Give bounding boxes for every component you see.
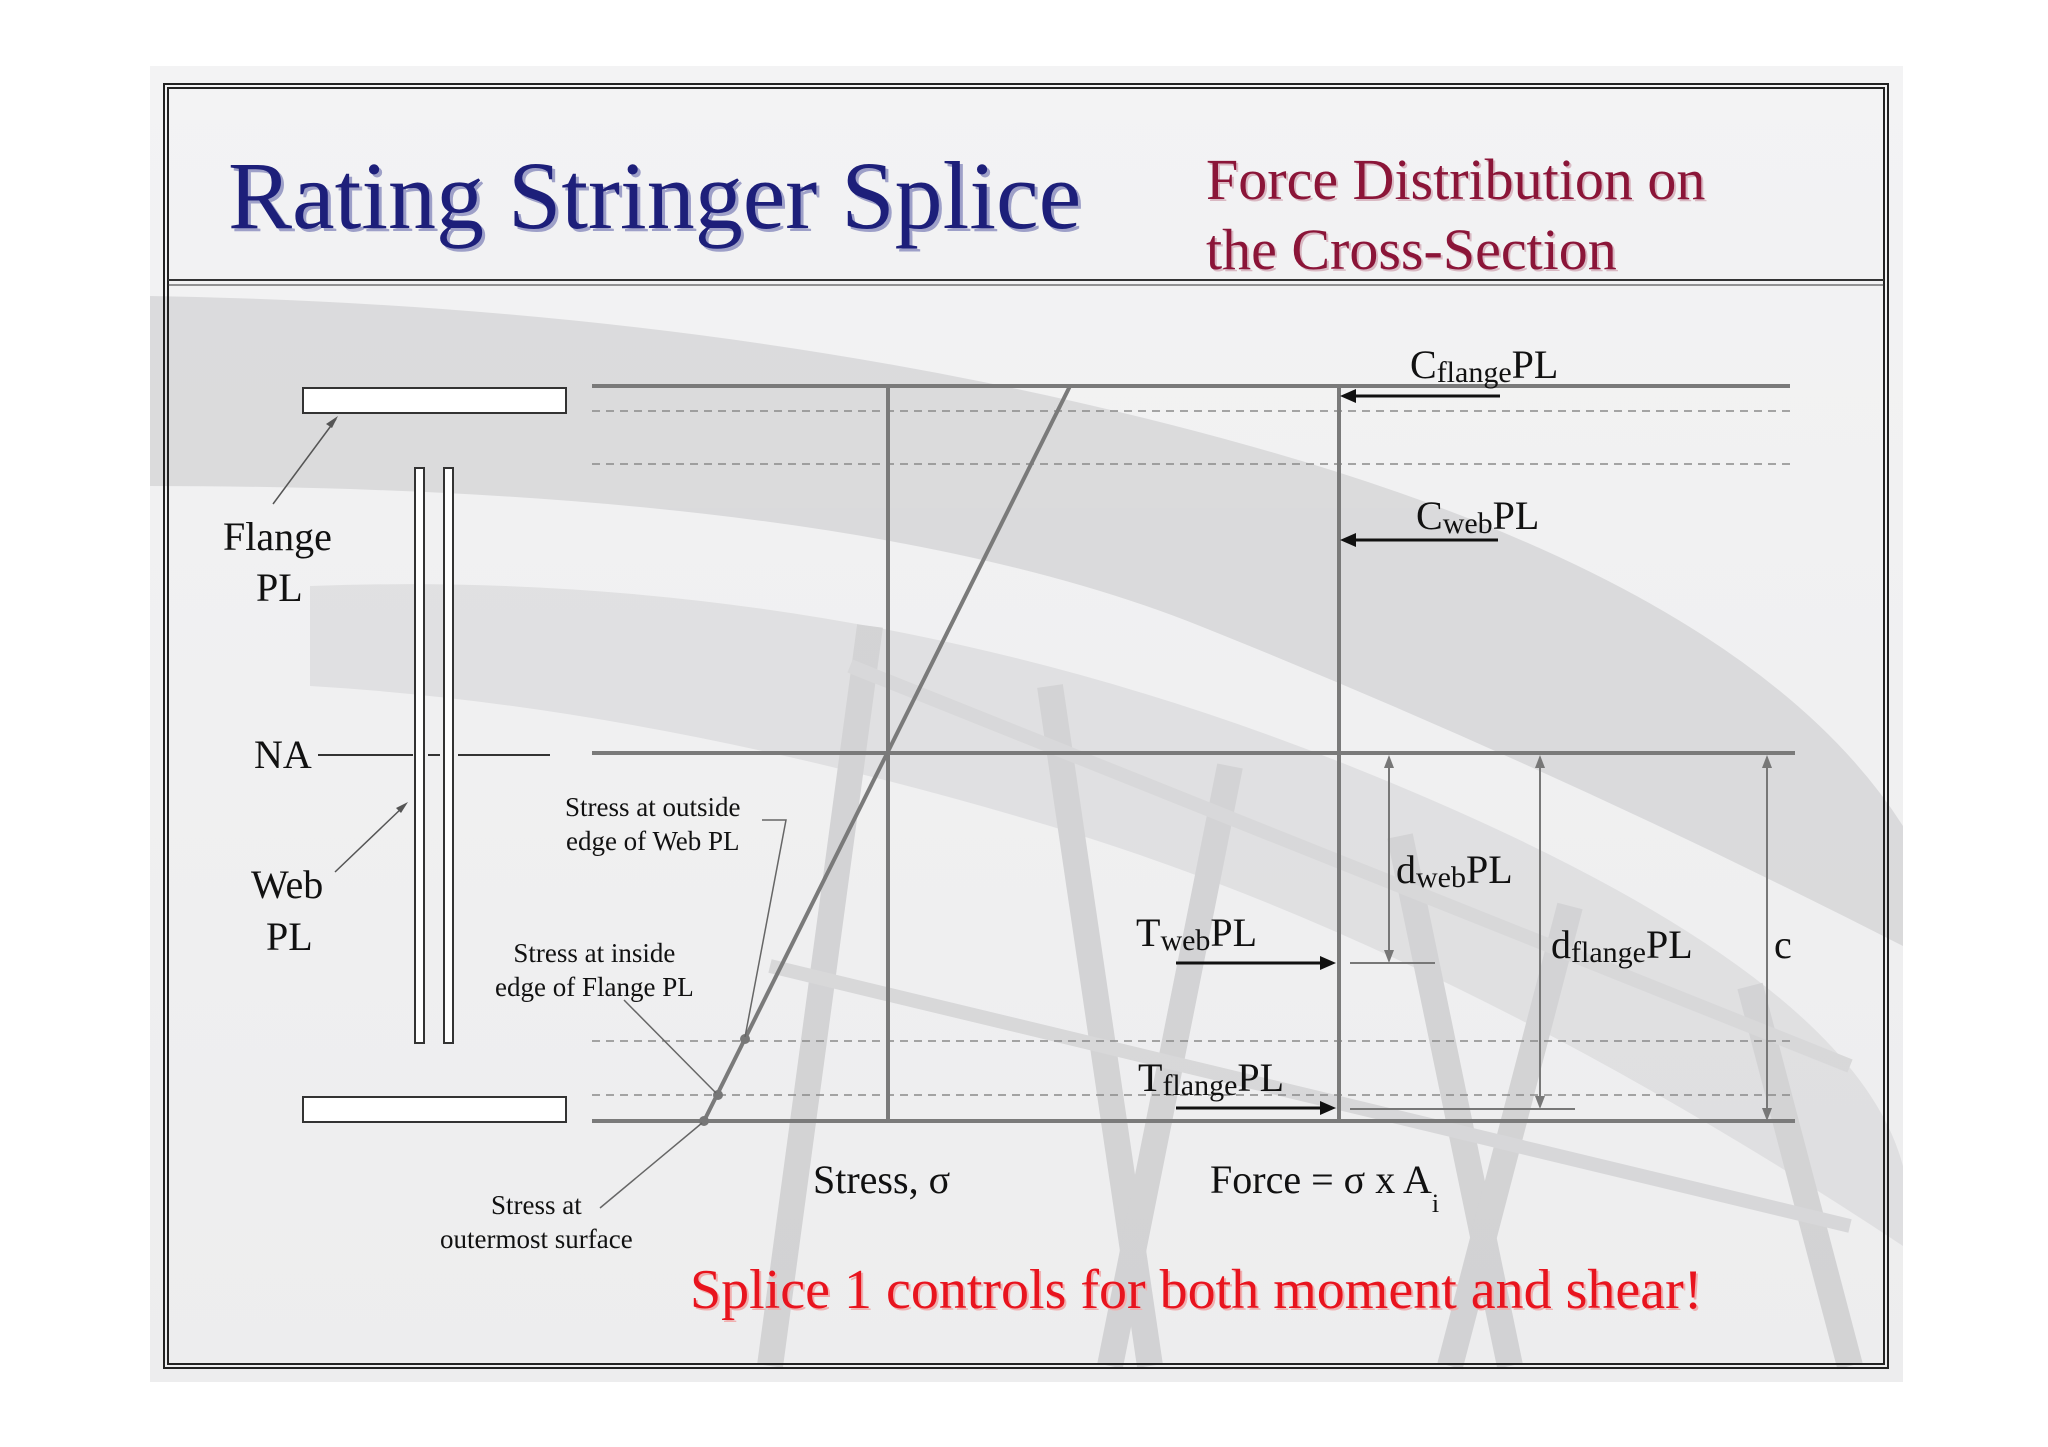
slide-frame-inner [167, 87, 1885, 1365]
slide-subtitle: Force Distribution on the Cross-Section [1206, 145, 1705, 285]
d-web-label: dwebPL [1396, 847, 1513, 893]
web-pl-label-1: Web [251, 862, 324, 907]
c-dimension-label: c [1774, 922, 1792, 967]
stress-outside-web-line-2: edge of Web PL [565, 826, 740, 856]
leader-flange-inside [623, 999, 717, 1094]
bridge-photo-background [150, 296, 1903, 1370]
subtitle-line-2: the Cross-Section [1206, 217, 1617, 282]
d-flange-main: d [1551, 922, 1571, 967]
dashed-level-lines [592, 410, 1790, 1096]
d-flange-tail: PL [1645, 922, 1693, 967]
flange-pl-label-2: PL [256, 565, 303, 610]
stress-outside-web-label: Stress at outside edge of Web PL [565, 790, 741, 858]
c-flange-tail: PL [1511, 342, 1559, 387]
c-web-main: C [1416, 493, 1443, 538]
na-label: NA [254, 732, 312, 777]
t-flange-main: T [1138, 1055, 1163, 1100]
web-leader [334, 805, 405, 873]
stress-outside-web-line-1: Stress at outside [565, 792, 741, 822]
t-flange-sub: flange [1162, 1069, 1238, 1102]
d-flange-label: dflangePL [1551, 922, 1693, 968]
t-web-sub: web [1160, 924, 1211, 957]
force-axis-sub: i [1431, 1189, 1440, 1218]
stress-distribution-line [702, 385, 1072, 1122]
stress-inside-flange-line-1: Stress at inside [513, 938, 676, 968]
stress-inside-flange-line-2: edge of Flange PL [495, 972, 694, 1002]
t-flange-label: TflangePL [1138, 1055, 1285, 1101]
stress-outermost-line-2: outermost surface [440, 1224, 633, 1254]
c-flange-sub: flange [1436, 356, 1512, 389]
t-flange-tail: PL [1237, 1055, 1285, 1100]
stress-inside-flange-label: Stress at inside edge of Flange PL [495, 936, 694, 1004]
stress-outermost-line-1: Stress at [490, 1190, 582, 1220]
c-web-sub: web [1442, 507, 1493, 540]
web-pl-label-2: PL [266, 914, 313, 959]
c-flange-main: C [1410, 342, 1437, 387]
stress-outermost-label: Stress at outermost surface [440, 1188, 633, 1256]
top-flange-plate [302, 387, 567, 414]
force-axis-main: Force = σ x A [1210, 1157, 1432, 1202]
c-flange-label: CflangePL [1410, 342, 1559, 388]
flange-pl-label-1: Flange [223, 514, 332, 559]
subtitle-line-1: Force Distribution on [1206, 147, 1706, 212]
leader-outermost [599, 1122, 703, 1209]
splice-note: Splice 1 controls for both moment and sh… [690, 1259, 1703, 1321]
c-web-tail: PL [1492, 493, 1540, 538]
d-web-tail: PL [1465, 847, 1513, 892]
d-web-sub: web [1416, 861, 1466, 894]
bottom-flange-plate [302, 1096, 567, 1123]
d-flange-sub: flange [1571, 936, 1646, 969]
web-plate-left [414, 467, 425, 1044]
t-web-main: T [1136, 910, 1161, 955]
point-web-outside [740, 1034, 750, 1044]
leader-web-outside [744, 819, 787, 1038]
t-web-label: TwebPL [1136, 910, 1258, 956]
slide-frame-outer [163, 83, 1889, 1369]
web-plate-right [443, 467, 454, 1044]
c-web-label: CwebPL [1416, 493, 1540, 539]
t-web-tail: PL [1210, 910, 1258, 955]
force-axis-label: Force = σ x Ai [1210, 1157, 1439, 1217]
slide-title: Rating Stringer Splice [228, 142, 1082, 249]
flange-leader [272, 418, 337, 505]
stress-axis-label: Stress, σ [813, 1157, 951, 1202]
d-web-main: d [1396, 847, 1416, 892]
